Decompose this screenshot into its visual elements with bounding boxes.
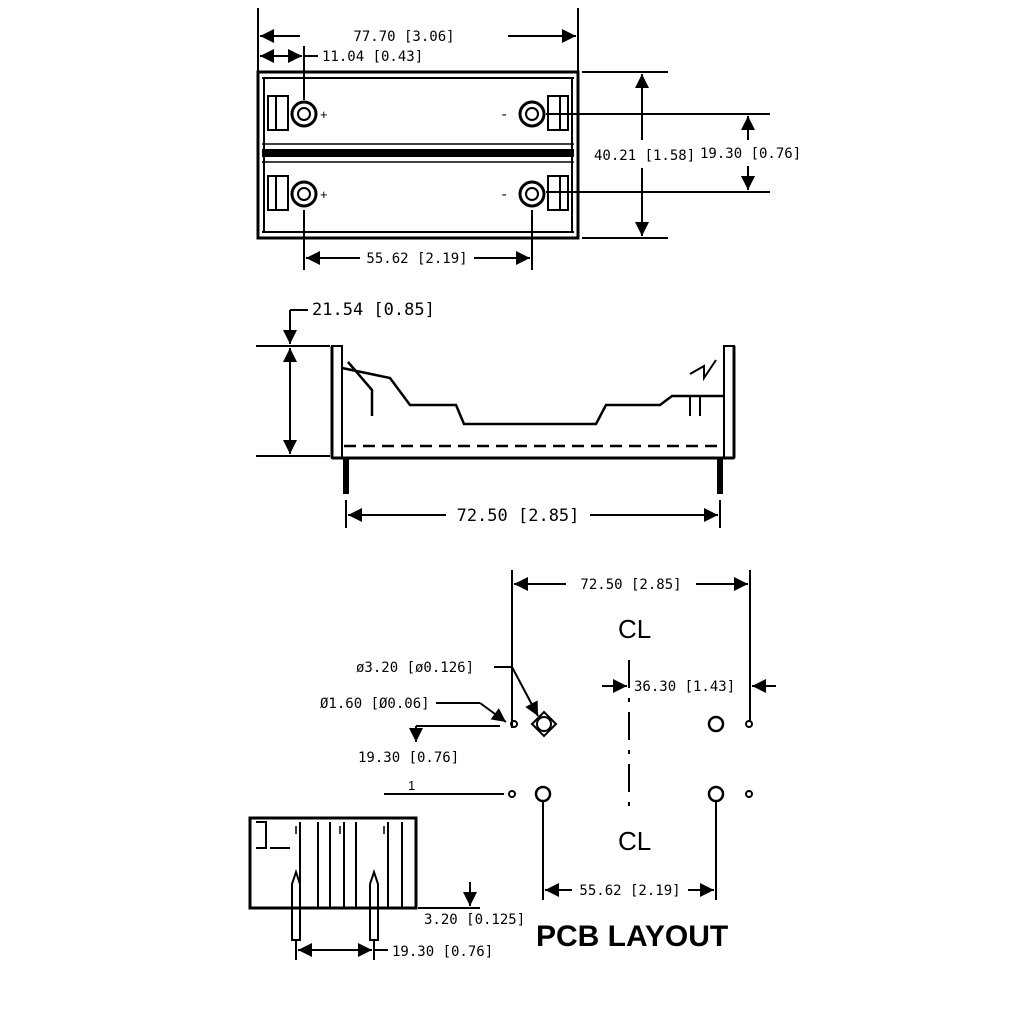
centerline: CL CL <box>618 614 651 856</box>
pcb-pad-spacing-dimension: 55.62 [2.19] <box>542 802 717 900</box>
pcb-row-pitch-label: 19.30 [0.76] <box>358 750 459 766</box>
pcb-row-pitch-dimension: 19.30 [0.76] <box>358 725 500 766</box>
pin-hole-upper-right <box>745 720 753 728</box>
pin-hole-dia-label: Ø1.60 [Ø0.06] <box>320 696 430 712</box>
end-view-pin-right <box>369 868 379 941</box>
pcb-mount-spacing-dimension: 72.50 [2.85] <box>511 570 751 728</box>
pcb-layout-title: PCB LAYOUT <box>536 920 728 953</box>
pin-hole-upper-left <box>510 720 518 728</box>
pcb-mount-spacing-label: 72.50 [2.85] <box>580 577 681 593</box>
side-pin-spacing-dimension: 72.50 [2.85] <box>345 500 721 528</box>
pin-length-label: 3.20 [0.125] <box>424 912 525 928</box>
mount-hole-dia-label: ø3.20 [ø0.126] <box>356 660 474 676</box>
side-height-label: 21.54 [0.85] <box>312 300 435 320</box>
mount-hole-left <box>530 710 558 738</box>
lower-plus-sign: + <box>320 187 328 202</box>
lower-minus-sign: - <box>500 187 508 203</box>
overall-height-label: 40.21 [1.58] <box>594 148 695 164</box>
terminal-spacing-dimension: 55.62 [2.19] <box>303 210 533 270</box>
centerline-symbol-top: CL <box>618 614 651 644</box>
pcb-center-offset-label: 36.30 [1.43] <box>634 679 735 695</box>
terminal-spacing-label: 55.62 [2.19] <box>366 251 467 267</box>
end-view: 3.20 [0.125] 19.30 [0.76] <box>248 816 525 960</box>
side-pin-spacing-label: 72.50 [2.85] <box>457 506 580 526</box>
pcb-center-offset-dimension: 36.30 [1.43] <box>602 679 776 695</box>
mount-hole-callout: ø3.20 [ø0.126] <box>356 660 539 717</box>
pad-lower-right <box>707 785 725 803</box>
side-height-dimension: 21.54 [0.85] <box>256 300 435 457</box>
pad-upper-right <box>707 715 725 733</box>
pin1-label: 1 <box>408 778 415 793</box>
overall-width-dimension: 77.70 [3.06] <box>260 29 576 45</box>
centerline-symbol-bottom: CL <box>618 826 651 856</box>
upper-minus-sign: - <box>500 107 508 123</box>
pin1-marker: 1 <box>384 778 504 795</box>
pin-hole-lower-right <box>745 790 753 798</box>
pin-length-dimension: 3.20 [0.125] <box>418 882 525 928</box>
cell-pitch-label: 19.30 [0.76] <box>700 146 801 162</box>
top-view: 77.70 [3.06] 11.04 [0.43] + <box>256 8 801 270</box>
pcb-layout: 72.50 [2.85] CL CL 36.30 [1.43] ø3.20 [ø… <box>320 570 776 953</box>
end-pin-spacing-label: 19.30 [0.76] <box>392 944 493 960</box>
overall-width-label: 77.70 [3.06] <box>353 29 454 45</box>
pad-lower-left <box>534 785 552 803</box>
terminal-offset-label: 11.04 [0.43] <box>322 49 423 65</box>
pin-hole-callout: Ø1.60 [Ø0.06] <box>320 696 507 723</box>
terminal-offset-dimension: 11.04 [0.43] <box>260 49 423 65</box>
upper-positive-terminal: + <box>267 95 328 131</box>
overall-height-dimension: 40.21 [1.58] <box>582 71 695 239</box>
pcb-pad-spacing-label: 55.62 [2.19] <box>579 883 680 899</box>
upper-plus-sign: + <box>320 107 328 122</box>
end-view-pin-left <box>291 868 301 941</box>
cell-pitch-dimension: 19.30 [0.76] <box>546 113 801 193</box>
side-view: 21.54 [0.85] 72.50 [2.85] <box>256 300 736 528</box>
end-pin-spacing-dimension: 19.30 [0.76] <box>295 940 493 960</box>
lower-positive-terminal: + <box>267 175 328 211</box>
pin-hole-lower-left <box>508 790 516 798</box>
